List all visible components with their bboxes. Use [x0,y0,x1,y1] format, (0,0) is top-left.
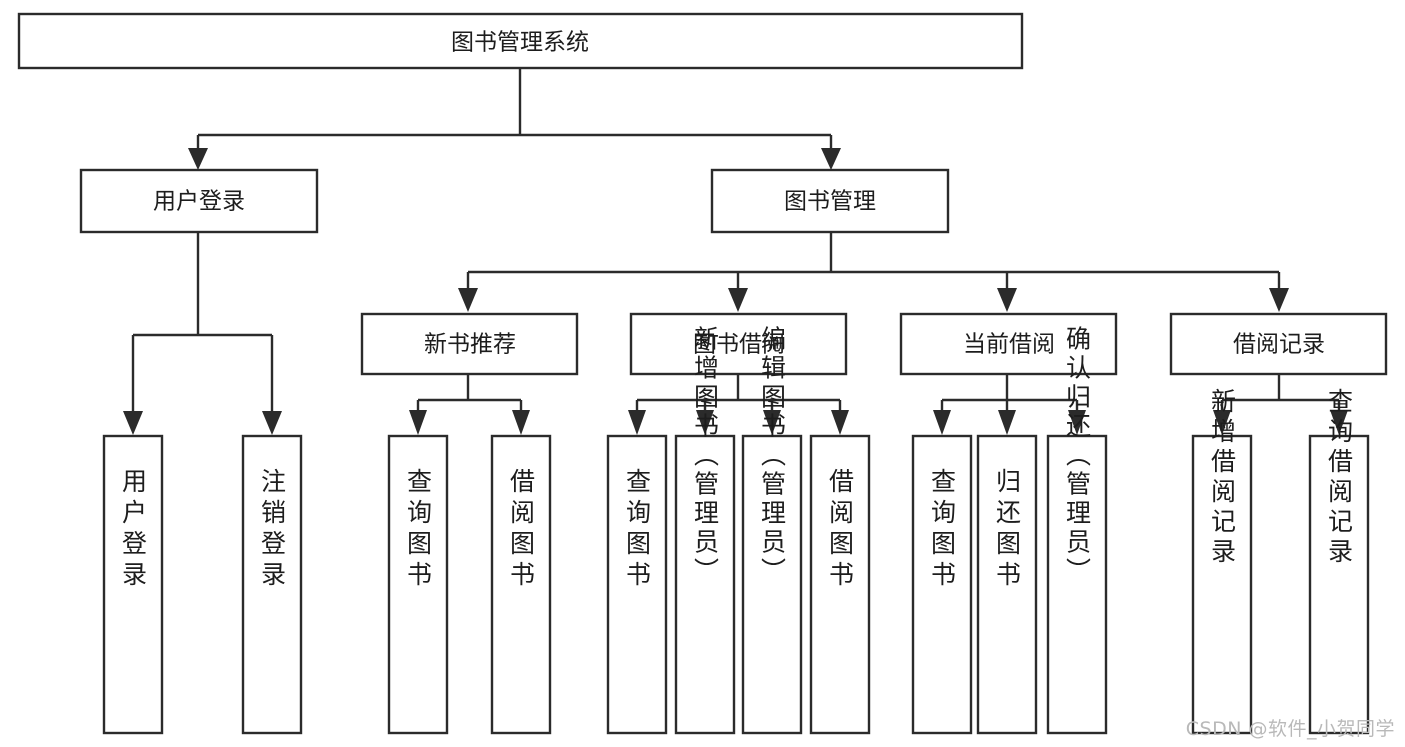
arrow-head-leaf-add-record [1213,410,1231,435]
node-new-book-rec-box[interactable] [360,312,579,376]
node-leaf-edit-book[interactable]: 编辑图书（管理员） [741,326,803,735]
node-current-borrow-box[interactable] [899,312,1118,376]
node-leaf-borrow-book-2[interactable]: 借阅图书 [809,434,871,735]
connector-book-borrow-children [628,374,849,435]
arrow-head-borrow-record [1269,288,1289,312]
arrow-head-current-borrow [997,288,1017,312]
arrow-head-leaf-borrow-book-1 [512,410,530,435]
arrow-head-leaf-query-book-2 [628,410,646,435]
node-leaf-logout[interactable]: 注销登录 [241,434,303,735]
node-leaf-user-login[interactable]: 用户登录 [102,434,164,735]
arrow-head-leaf-edit-book [763,410,781,435]
node-borrow-record[interactable]: 借阅记录 [1169,312,1388,376]
arrow-head-leaf-query-book-3 [933,410,951,435]
connector-user-login-children [123,232,282,435]
node-leaf-query-record-label: 查询借阅记录 [1325,388,1354,568]
node-leaf-query-book-3-box[interactable] [911,434,973,735]
node-leaf-add-record-box[interactable] [1191,434,1253,735]
node-borrow-record-label: 借阅记录 [1233,332,1325,358]
arrow-head-leaf-logout [262,411,282,435]
arrow-head-book-borrow [728,288,748,312]
node-leaf-add-book-box[interactable] [674,434,736,735]
node-leaf-query-book-2[interactable]: 查询图书 [606,434,668,735]
connector-current-borrow-children [933,374,1086,435]
connector-new-book-rec-children [409,374,530,435]
node-user-login-label: 用户登录 [153,189,245,215]
node-leaf-borrow-book-1[interactable]: 借阅图书 [490,434,552,735]
node-leaf-query-book-1-label: 查询图书 [404,468,433,592]
node-leaf-borrow-book-2-box[interactable] [809,434,871,735]
node-leaf-confirm-return[interactable]: 确认归还（管理员） [1046,326,1108,735]
arrow-head-user-login [188,148,208,170]
arrow-head-leaf-query-record [1330,410,1348,435]
arrow-head-leaf-return-book [998,410,1016,435]
node-book-borrow-box[interactable] [629,312,848,376]
node-leaf-edit-book-label: 编辑图书（管理员） [758,326,787,587]
node-leaf-logout-label: 注销登录 [258,468,287,592]
node-current-borrow[interactable]: 当前借阅 [899,312,1118,376]
node-leaf-query-book-1-box[interactable] [387,434,449,735]
node-leaf-confirm-return-label: 确认归还（管理员） [1063,326,1092,587]
node-new-book-rec-label: 新书推荐 [424,332,516,358]
node-leaf-query-record[interactable]: 查询借阅记录 [1308,388,1370,735]
arrow-head-leaf-confirm-return [1068,410,1086,435]
connector-book-manage-children [458,232,1289,312]
node-leaf-user-login-box[interactable] [102,434,164,735]
node-book-borrow-label: 图书借阅 [693,332,785,358]
node-root-box[interactable] [17,12,1024,70]
node-user-login-box[interactable] [79,168,319,234]
node-borrow-record-box[interactable] [1169,312,1388,376]
node-leaf-user-login-label: 用户登录 [119,468,148,592]
node-new-book-rec[interactable]: 新书推荐 [360,312,579,376]
node-leaf-add-book[interactable]: 新增图书（管理员） [674,326,736,735]
node-leaf-borrow-book-2-label: 借阅图书 [826,468,855,592]
node-leaf-query-book-3-label: 查询图书 [928,468,957,592]
node-leaf-query-book-3[interactable]: 查询图书 [911,434,973,735]
node-leaf-query-book-1[interactable]: 查询图书 [387,434,449,735]
node-leaf-return-book[interactable]: 归还图书 [976,434,1038,735]
connector-root-to-level2 [188,68,841,170]
arrow-head-new-book-rec [458,288,478,312]
arrow-head-book-manage [821,148,841,170]
node-root[interactable]: 图书管理系统 [17,12,1024,70]
node-leaf-query-book-2-box[interactable] [606,434,668,735]
arrow-head-leaf-borrow-book-2 [831,410,849,435]
node-leaf-logout-box[interactable] [241,434,303,735]
node-leaf-query-record-box[interactable] [1308,434,1370,735]
node-user-login[interactable]: 用户登录 [79,168,319,234]
node-book-manage[interactable]: 图书管理 [710,168,950,234]
node-leaf-borrow-book-1-box[interactable] [490,434,552,735]
arrow-head-leaf-query-book-1 [409,410,427,435]
node-leaf-confirm-return-box[interactable] [1046,434,1108,735]
node-leaf-edit-book-box[interactable] [741,434,803,735]
node-book-manage-label: 图书管理 [784,189,876,215]
node-root-label: 图书管理系统 [451,30,589,56]
connector-borrow-record-children [1213,374,1348,435]
arrow-head-leaf-add-book [696,410,714,435]
node-leaf-add-book-label: 新增图书（管理员） [691,326,720,587]
node-leaf-add-record[interactable]: 新增借阅记录 [1191,388,1253,735]
node-leaf-query-book-2-label: 查询图书 [623,468,652,592]
node-leaf-return-book-box[interactable] [976,434,1038,735]
node-leaf-return-book-label: 归还图书 [993,468,1022,592]
node-leaf-borrow-book-1-label: 借阅图书 [507,468,536,592]
arrow-head-leaf-user-login [123,411,143,435]
node-book-borrow[interactable]: 图书借阅 [629,312,848,376]
node-book-manage-box[interactable] [710,168,950,234]
node-leaf-add-record-label: 新增借阅记录 [1208,388,1237,568]
node-current-borrow-label: 当前借阅 [963,332,1055,358]
